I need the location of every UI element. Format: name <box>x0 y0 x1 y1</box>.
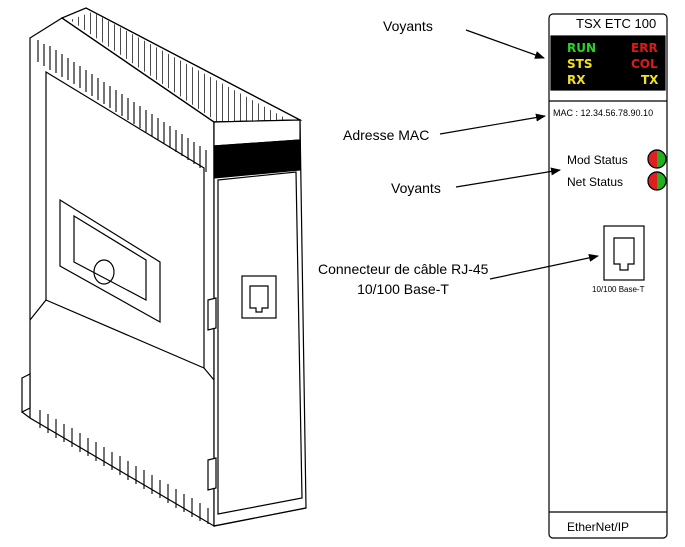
mod-status-led-icon <box>647 149 667 169</box>
led-err: ERR <box>631 41 658 55</box>
callout-arrows <box>439 29 599 280</box>
network-label: EtherNet/IP <box>567 520 630 534</box>
net-status-label: Net Status <box>567 175 624 189</box>
led-window <box>550 35 666 91</box>
arrow-voyants-top <box>465 29 545 59</box>
mod-status-label: Mod Status <box>567 153 628 167</box>
port-label: 10/100 Base-T <box>592 285 645 294</box>
callout-adresse-mac: Adresse MAC <box>343 127 430 143</box>
panel-model-title: TSX ETC 100 <box>576 16 657 31</box>
callout-voyants-mid: Voyants <box>391 180 441 196</box>
module-3d-illustration <box>21 7 307 528</box>
net-status-led-icon <box>647 171 667 191</box>
callout-voyants-top: Voyants <box>383 18 433 34</box>
led-sts: STS <box>567 57 593 71</box>
arrow-adresse-mac <box>439 113 546 135</box>
callout-connecteur-line2: 10/100 Base-T <box>357 281 449 297</box>
led-rx: RX <box>567 73 586 87</box>
led-tx: TX <box>641 73 659 87</box>
front-panel-outline <box>548 13 668 539</box>
callout-connecteur: Connecteur de câble RJ-45 10/100 Base-T <box>318 259 488 299</box>
rj45-port-icon <box>603 225 645 281</box>
callout-connecteur-line1: Connecteur de câble RJ-45 <box>318 261 489 277</box>
arrow-voyants-mid <box>455 167 561 188</box>
led-col: COL <box>631 57 658 71</box>
led-run: RUN <box>567 41 597 55</box>
mac-address: MAC : 12.34.56.78.90.10 <box>553 108 654 118</box>
arrow-connecteur <box>489 253 599 280</box>
